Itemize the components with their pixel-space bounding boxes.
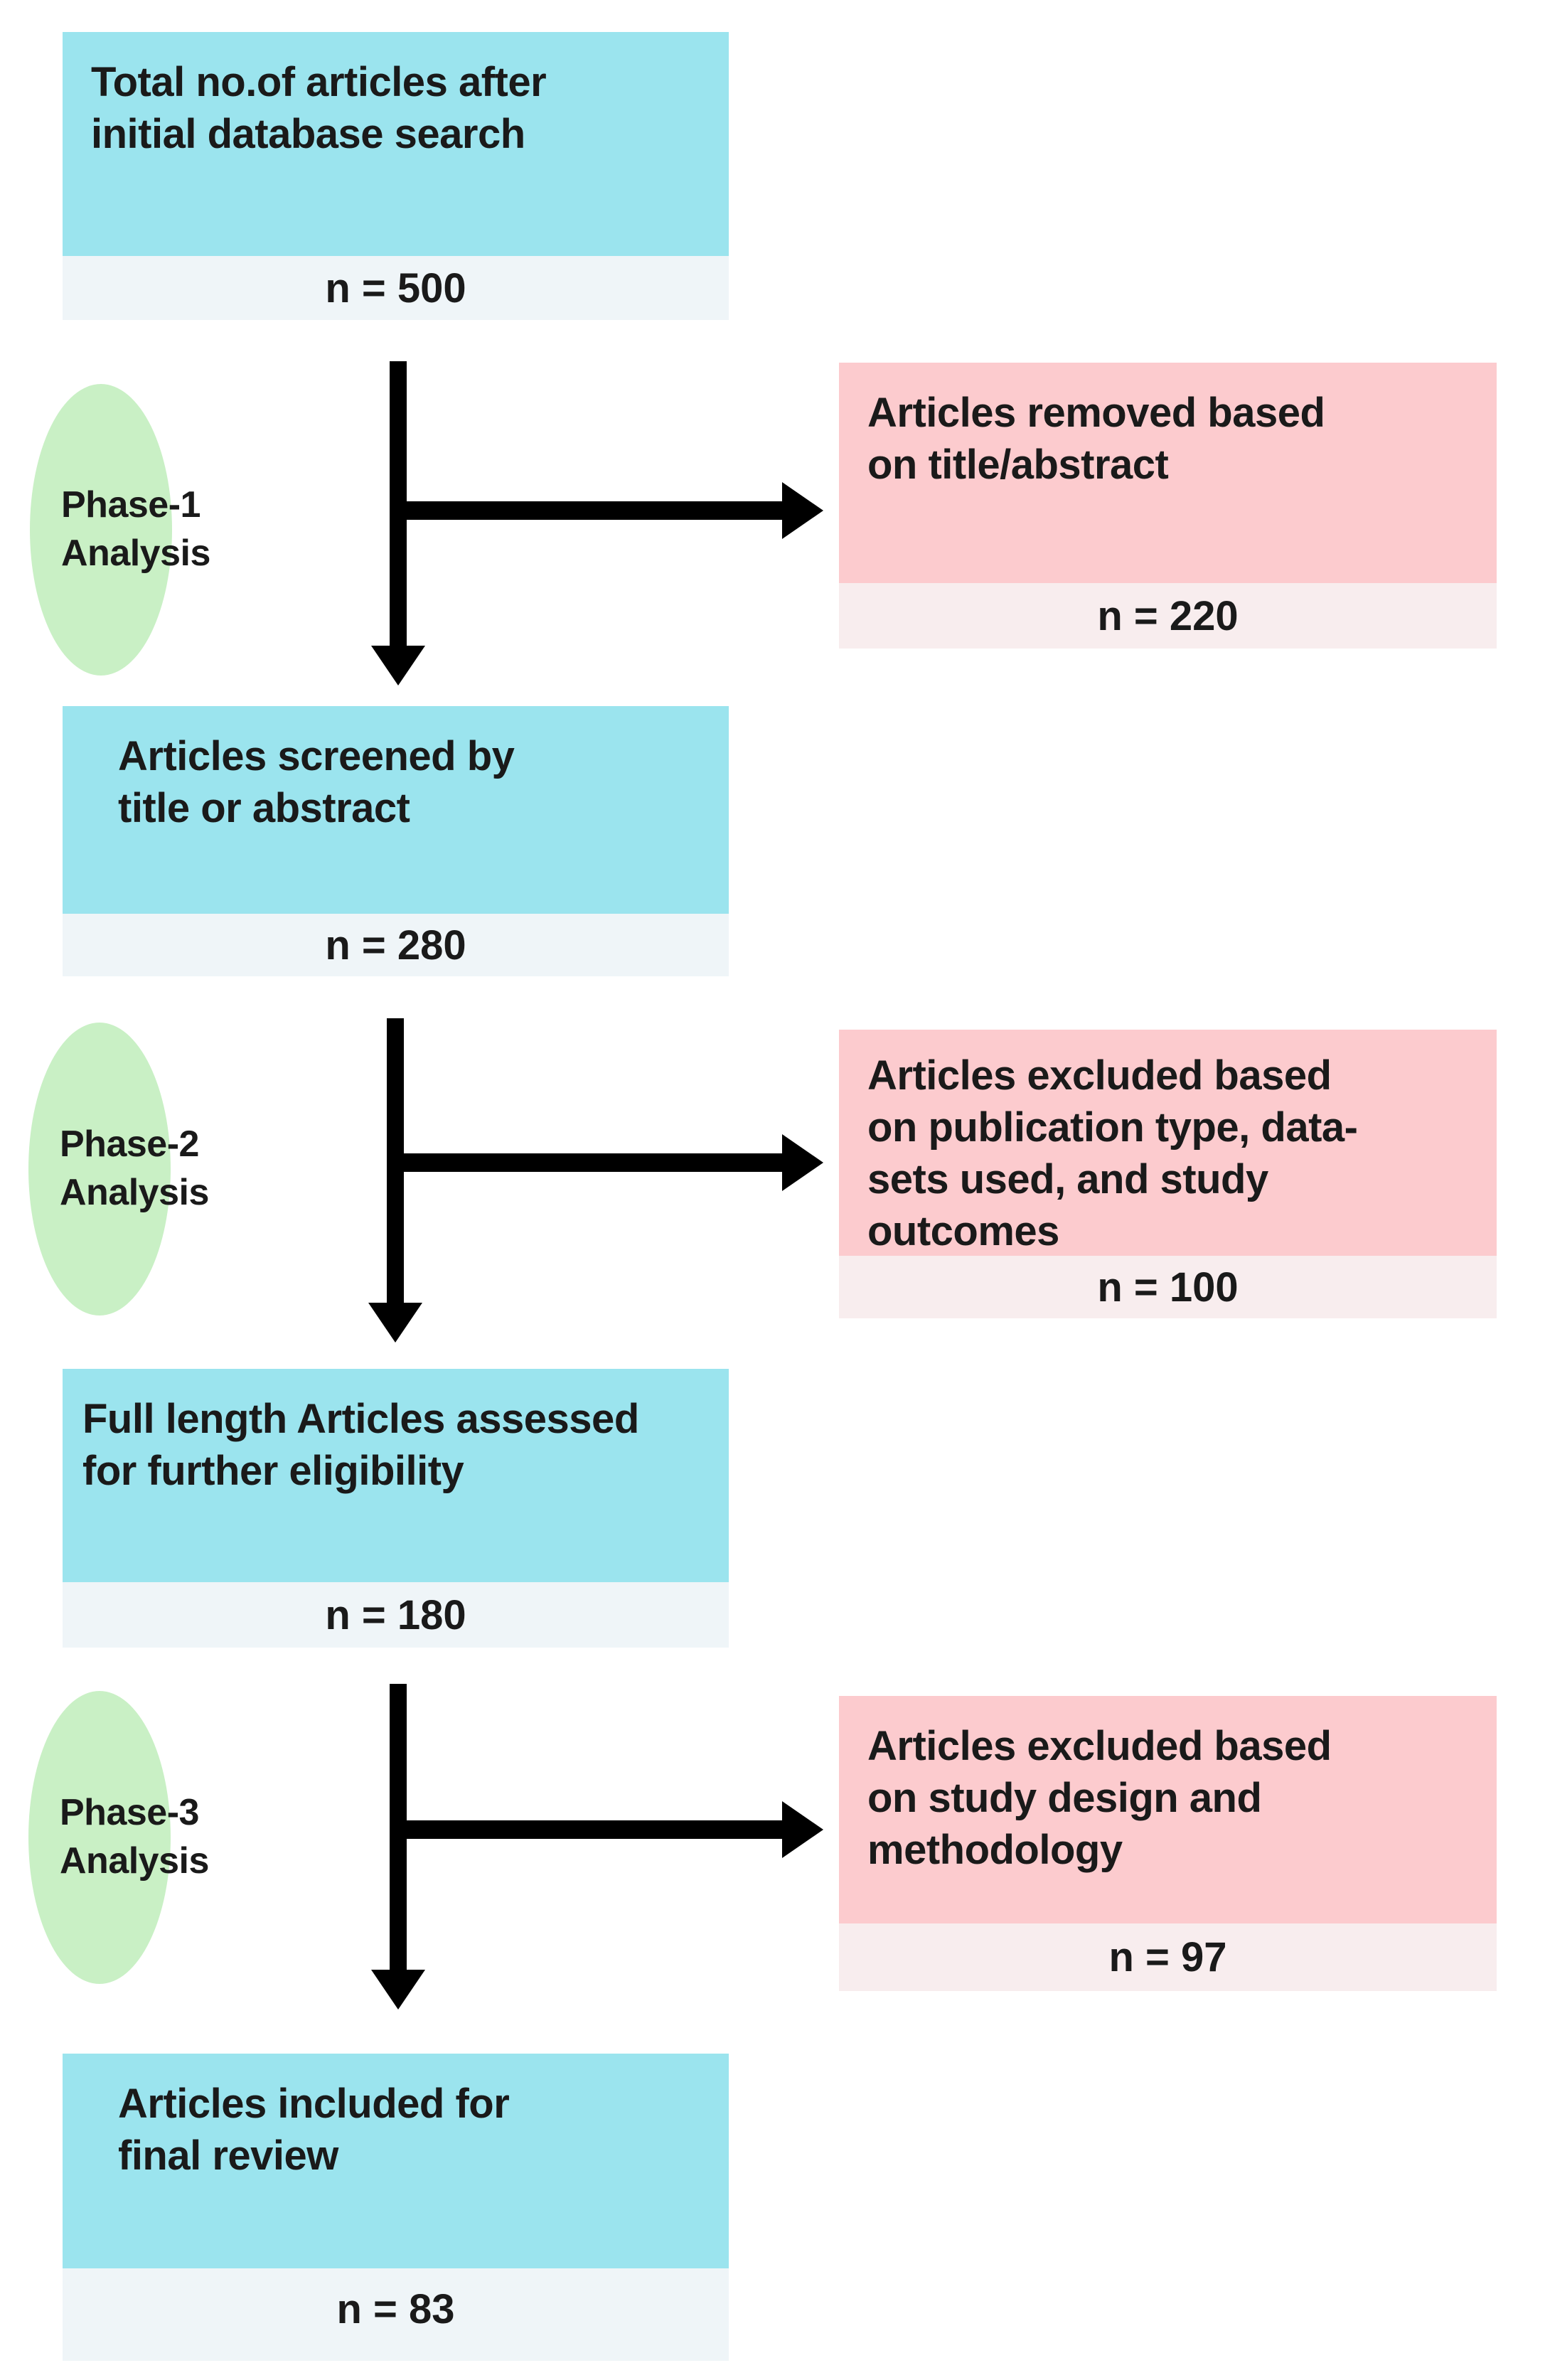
exclusion-label-removed-title-abstract: Articles removed based on title/abstract: [867, 390, 1325, 489]
arrow-right-phase-1-shaft: [407, 501, 782, 520]
stage-box-body: Articles included for final review: [63, 2054, 729, 2268]
arrow-down-phase-3-head: [371, 1970, 425, 2010]
phase-label-phase-3: Phase-3 Analysis: [60, 1792, 209, 1882]
exclusion-box-body: Articles excluded based on publication t…: [839, 1030, 1497, 1256]
phase-ellipse-phase-2: Phase-2 Analysis: [28, 1023, 209, 1316]
exclusion-count-removed-title-abstract: n = 220: [1097, 592, 1239, 639]
stage-count-footer: n = 180: [63, 1582, 729, 1648]
stage-count-initial-search: n = 500: [325, 265, 466, 311]
stage-count-footer: n = 83: [63, 2268, 729, 2361]
stage-count-screened: n = 280: [325, 922, 466, 968]
arrow-right-phase-3-shaft: [407, 1820, 782, 1839]
arrow-down-phase-1-head: [371, 646, 425, 685]
stage-box-body: Full length Articles assessed for furthe…: [63, 1369, 729, 1582]
phase-ellipse-phase-3: Phase-3 Analysis: [28, 1691, 209, 1984]
arrow-down-phase-3-shaft: [390, 1684, 407, 1977]
exclusion-box-body: Articles removed based on title/abstract: [839, 363, 1497, 583]
arrow-right-phase-2-head: [782, 1134, 823, 1191]
exclusion-count-footer: n = 220: [839, 583, 1497, 649]
arrow-right-phase-1-head: [782, 482, 823, 539]
exclusion-count-footer: n = 97: [839, 1923, 1497, 1991]
exclusion-box-body: Articles excluded based on study design …: [839, 1696, 1497, 1923]
stage-count-footer: n = 500: [63, 256, 729, 320]
stage-box-initial-search: Total no.of articles after initial datab…: [63, 32, 729, 320]
exclusion-count-excluded-publication-type: n = 100: [1097, 1264, 1239, 1311]
exclusion-box-removed-title-abstract: Articles removed based on title/abstract…: [839, 363, 1497, 649]
stage-count-full-length-assessed: n = 180: [325, 1591, 466, 1638]
exclusion-count-footer: n = 100: [839, 1256, 1497, 1318]
exclusion-label-excluded-study-design: Articles excluded based on study design …: [867, 1723, 1332, 1874]
phase-label-phase-1: Phase-1 Analysis: [61, 484, 210, 574]
stage-count-final-included: n = 83: [336, 2286, 455, 2332]
phase-ellipse-phase-1: Phase-1 Analysis: [30, 384, 210, 676]
arrow-down-phase-2-head: [368, 1303, 422, 1343]
stage-box-body: Total no.of articles after initial datab…: [63, 32, 729, 256]
exclusion-label-excluded-publication-type: Articles excluded based on publication t…: [867, 1052, 1358, 1255]
stage-count-footer: n = 280: [63, 914, 729, 976]
phase-label-phase-2: Phase-2 Analysis: [60, 1124, 209, 1213]
stage-label-final-included: Articles included for final review: [118, 2081, 510, 2179]
arrow-down-phase-1-shaft: [390, 361, 407, 653]
arrow-down-phase-2-shaft: [387, 1018, 404, 1310]
stage-label-screened: Articles screened by title or abstract: [118, 733, 515, 832]
stage-box-screened: Articles screened by title or abstract n…: [63, 706, 729, 976]
stage-label-full-length-assessed: Full length Articles assessed for furthe…: [82, 1396, 639, 1495]
arrow-right-phase-2-shaft: [404, 1153, 782, 1172]
exclusion-count-excluded-study-design: n = 97: [1108, 1934, 1227, 1980]
arrow-right-phase-3-head: [782, 1801, 823, 1858]
stage-box-body: Articles screened by title or abstract: [63, 706, 729, 914]
stage-box-full-length-assessed: Full length Articles assessed for furthe…: [63, 1369, 729, 1648]
stage-label-initial-search: Total no.of articles after initial datab…: [91, 59, 547, 158]
exclusion-box-excluded-study-design: Articles excluded based on study design …: [839, 1696, 1497, 1991]
exclusion-box-excluded-publication-type: Articles excluded based on publication t…: [839, 1030, 1497, 1318]
stage-box-final-included: Articles included for final review n = 8…: [63, 2054, 729, 2361]
